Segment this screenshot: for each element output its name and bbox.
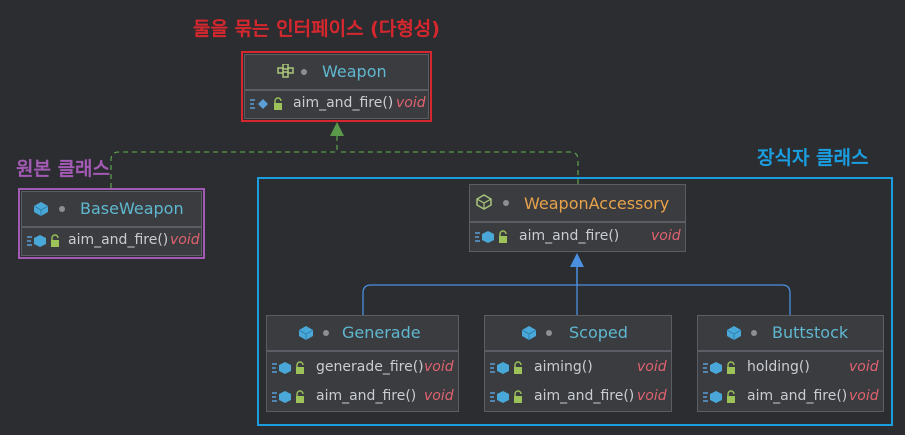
method-icon [475, 230, 507, 243]
class-icon [298, 326, 314, 340]
class-buttstock[interactable]: Buttstock holding() void aim_and_fire() … [697, 315, 884, 412]
class-weapon[interactable]: Weapon aim_and_fire() void [244, 54, 429, 119]
method-row[interactable]: holding() void [698, 355, 883, 381]
class-name: BaseWeapon [80, 199, 184, 218]
class-name: Buttstock [772, 323, 849, 342]
class-header: Generade [267, 316, 458, 352]
method-row[interactable]: aiming() void [485, 355, 671, 381]
visibility-dot [301, 69, 307, 75]
method-icon [27, 234, 59, 247]
method-name: aim_and_fire() [519, 228, 620, 244]
method-icon [490, 361, 522, 374]
class-header: Buttstock [698, 316, 883, 352]
method-row[interactable]: aim_and_fire() void [267, 384, 458, 410]
class-header: Scoped [485, 316, 671, 352]
class-icon [521, 326, 537, 340]
method-return-type: void [170, 232, 200, 248]
class-header: WeaponAccessory [470, 185, 685, 223]
method-icon [703, 361, 735, 374]
method-row[interactable]: aim_and_fire() void [22, 228, 201, 254]
visibility-dot [323, 330, 329, 336]
class-name: WeaponAccessory [524, 194, 670, 213]
method-name: aiming() [534, 359, 593, 375]
decorator-frame [257, 177, 893, 426]
method-icon [490, 390, 522, 403]
method-row[interactable]: aim_and_fire() void [698, 384, 883, 410]
method-row[interactable]: aim_and_fire() void [245, 91, 428, 117]
visibility-dot [503, 200, 509, 206]
method-name: aim_and_fire() [316, 388, 417, 404]
class-name: Scoped [569, 323, 628, 342]
interface-icon [277, 64, 294, 78]
visibility-dot [751, 330, 757, 336]
method-name: holding() [747, 359, 810, 375]
method-return-type: void [396, 95, 426, 111]
method-row[interactable]: generade_fire() void [267, 355, 458, 381]
class-name: Weapon [322, 62, 387, 81]
class-generade[interactable]: Generade generade_fire() void aim_and_fi… [266, 315, 459, 412]
class-weaponaccessory[interactable]: WeaponAccessory aim_and_fire() void [469, 184, 686, 252]
decorator-caption: 장식자 클래스 [757, 147, 869, 169]
class-scoped[interactable]: Scoped aiming() void aim_and_fire() void [484, 315, 672, 412]
method-return-type: void [424, 359, 454, 375]
class-name: Generade [342, 323, 421, 342]
class-header: Weapon [245, 55, 428, 91]
method-name: aim_and_fire() [747, 388, 848, 404]
original-frame [18, 188, 205, 259]
method-row[interactable]: aim_and_fire() void [470, 224, 685, 250]
interface-frame [241, 51, 432, 122]
method-return-type: void [651, 228, 681, 244]
method-name: aim_and_fire() [68, 232, 169, 248]
visibility-dot [546, 330, 552, 336]
realization-line-baseweapon [110, 136, 338, 188]
method-name: aim_and_fire() [534, 388, 635, 404]
inheritance-line-buttstock [577, 284, 791, 315]
method-icon [703, 390, 735, 403]
method-icon [272, 361, 304, 374]
inheritance-line-generade [362, 267, 578, 315]
class-header: BaseWeapon [22, 192, 201, 228]
abstract-class-icon [476, 194, 492, 210]
method-return-type: void [849, 388, 879, 404]
method-icon [272, 390, 304, 403]
method-return-type: void [849, 359, 879, 375]
class-icon [33, 202, 49, 216]
method-icon [250, 97, 282, 110]
realization-line-accessory [337, 151, 579, 184]
method-row[interactable]: aim_and_fire() void [485, 384, 671, 410]
method-name: aim_and_fire() [293, 95, 394, 111]
realization-arrowhead [330, 122, 344, 136]
method-return-type: void [637, 388, 667, 404]
method-return-type: void [637, 359, 667, 375]
class-icon [726, 326, 742, 340]
interface-caption: 둘을 묶는 인터페이스 (다형성) [193, 18, 440, 40]
visibility-dot [59, 206, 65, 212]
inheritance-arrowhead [570, 253, 584, 267]
method-return-type: void [424, 388, 454, 404]
method-name: generade_fire() [316, 359, 424, 375]
class-baseweapon[interactable]: BaseWeapon aim_and_fire() void [21, 191, 202, 256]
original-caption: 원본 클래스 [16, 158, 111, 180]
